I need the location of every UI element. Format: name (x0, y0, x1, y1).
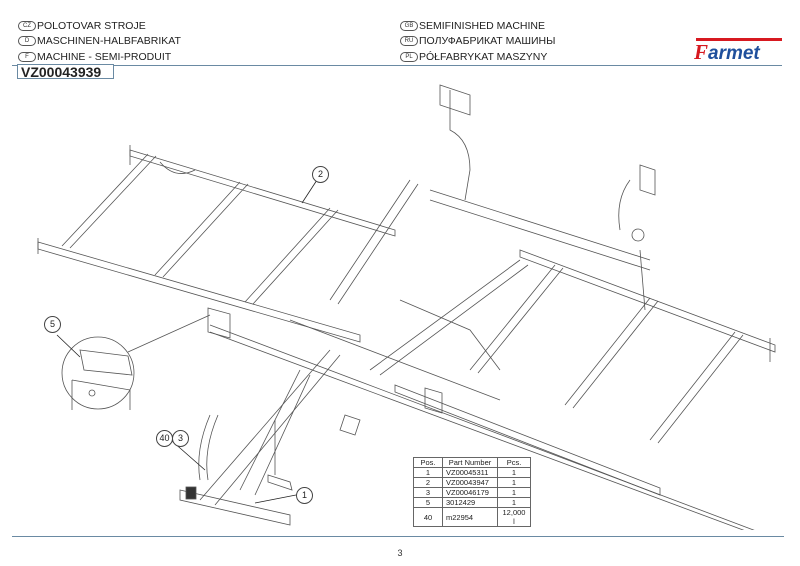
callout-2: 2 (312, 166, 329, 183)
header-divider (12, 65, 782, 66)
cell-pcs: 12,000 l (497, 507, 531, 527)
callout-5: 5 (44, 316, 61, 333)
logo-wordmark: armet (708, 43, 760, 62)
cell-pos: 2 (413, 477, 443, 488)
table-row: 1 VZ00045311 1 (413, 467, 531, 478)
cell-part-number: 3012429 (442, 497, 498, 508)
table-row: 5 3012429 1 (413, 497, 531, 508)
lang-badge-ru: RU (400, 36, 418, 46)
lang-badge-cz: CZ (18, 21, 36, 31)
logo-bar (696, 38, 782, 41)
callout-3: 3 (172, 430, 189, 447)
cell-pcs: 1 (497, 487, 531, 498)
title-d-text: MASCHINEN-HALBFABRIKAT (37, 35, 181, 47)
parts-table-header: Pos. Part Number Pcs. (413, 457, 531, 468)
cell-part-number: VZ00046179 (442, 487, 498, 498)
logo-letter-f: F (693, 40, 708, 62)
leader-5 (56, 334, 81, 358)
title-pl-text: PÓŁFABRYKAT MASZYNY (419, 51, 548, 63)
farmet-logo: F armet (693, 38, 782, 62)
cell-part-number: m22954 (442, 507, 498, 527)
reflector-plate-right (424, 387, 443, 414)
lang-badge-pl: PL (400, 52, 418, 62)
header-part-number: Part Number (442, 457, 498, 468)
cell-pos: 3 (413, 487, 443, 498)
callout-1: 1 (296, 487, 313, 504)
title-f-text: MACHINE - SEMI-PRODUIT (37, 51, 172, 63)
lang-badge-f: F (18, 52, 36, 62)
cell-pos: 40 (413, 507, 443, 527)
cell-pcs: 1 (497, 477, 531, 488)
left-wing-frame (37, 145, 396, 343)
title-gb-text: SEMIFINISHED MACHINE (419, 20, 546, 32)
footer-divider (12, 536, 784, 537)
central-chassis (209, 84, 755, 530)
table-row: 2 VZ00043947 1 (413, 477, 531, 488)
detail-view-5 (61, 314, 211, 410)
header-pos: Pos. (413, 457, 443, 468)
cell-pcs: 1 (497, 497, 531, 508)
title-ru-text: ПОЛУФАБРИКАТ МАШИНЫ (419, 35, 556, 47)
header-pcs: Pcs. (497, 457, 531, 468)
leader-2 (301, 179, 318, 204)
cell-pcs: 1 (497, 467, 531, 478)
callout-40: 40 (156, 430, 173, 447)
document-id: VZ00043939 (17, 64, 114, 80)
title-cz-text: POLOTOVAR STROJE (37, 20, 146, 32)
cell-part-number: VZ00043947 (442, 477, 498, 488)
drawbar (179, 349, 361, 526)
table-row: 40 m22954 12,000 l (413, 507, 531, 527)
page-number: 3 (397, 548, 403, 558)
parts-table: Pos. Part Number Pcs. 1 VZ00045311 1 2 V… (413, 457, 531, 527)
lang-badge-gb: GB (400, 21, 418, 31)
leader-1 (254, 494, 297, 504)
cell-pos: 1 (413, 467, 443, 478)
cell-part-number: VZ00045311 (442, 467, 498, 478)
reflector-plate-left (207, 307, 231, 339)
machine-drawing (37, 84, 776, 530)
cell-pos: 5 (413, 497, 443, 508)
table-row: 3 VZ00046179 1 (413, 487, 531, 498)
lang-badge-d: D (18, 36, 36, 46)
